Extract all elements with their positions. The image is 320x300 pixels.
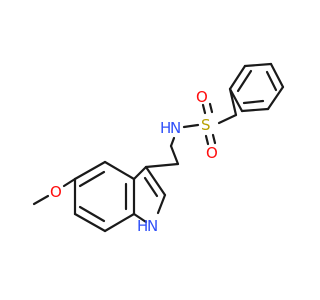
- bond-s-o-top-b: [208, 102, 214, 114]
- atom-o-sulfonyl-bottom: O: [206, 144, 218, 162]
- bond-ph-4: [266, 85, 285, 111]
- bond-c3a-c3: [132, 165, 148, 181]
- bond-ch2a-ch2b: [169, 144, 180, 166]
- bond-o-c5: [62, 177, 77, 188]
- bond-ph-1: [228, 64, 247, 91]
- bond-ph-3: [269, 62, 285, 89]
- structure-diagram: O N H S O O N H: [32, 62, 285, 235]
- bond-c5-c4: [73, 160, 107, 181]
- bond-c4-c3a: [103, 160, 136, 181]
- bond-c3-c2-inner: [143, 176, 159, 198]
- molecule-canvas: O N H S O O N H: [32, 62, 285, 235]
- bond-n1-c7a: [132, 212, 148, 224]
- bond-s-o-top-a: [201, 103, 207, 115]
- atom-s: S: [201, 116, 211, 134]
- atom-o-methoxy: O: [50, 183, 62, 201]
- atom-n-indole: N: [147, 217, 158, 235]
- bond-ch2b-n: [169, 136, 176, 148]
- bond-s-o-bottom-a: [204, 134, 210, 146]
- bond-c3-c2: [144, 165, 167, 197]
- bonds: [32, 62, 285, 233]
- atom-n-sulfonamide: N: [170, 119, 181, 137]
- bond-c7-c6: [73, 212, 107, 233]
- bond-c7a-c7: [103, 212, 136, 233]
- atom-o-sulfonyl-top: O: [196, 88, 208, 106]
- bond-c2-n1: [156, 193, 167, 215]
- bond-s-ch2: [217, 113, 238, 125]
- atom-labels: O N H S O O N H: [50, 88, 218, 235]
- bond-methyl-o: [32, 194, 50, 206]
- bond-s-o-bottom-b: [211, 133, 217, 145]
- bond-ph-2: [243, 62, 273, 68]
- bond-ph-5: [240, 107, 270, 113]
- bond-n-s: [182, 123, 200, 129]
- bond-c3-ch2a: [144, 162, 180, 169]
- bond-ph-1-inner: [236, 69, 253, 93]
- atom-h-sulfonamide: H: [160, 119, 171, 137]
- bond-ph-6: [228, 87, 244, 113]
- bond-ph-5-inner: [242, 99, 265, 105]
- bond-ch2-ipso: [228, 87, 238, 117]
- bond-c7-c6-inner: [78, 205, 106, 223]
- bond-c4-c4-inner: [78, 170, 106, 188]
- atom-h-indole: H: [137, 217, 148, 235]
- bond-ph-3-inner: [265, 70, 278, 92]
